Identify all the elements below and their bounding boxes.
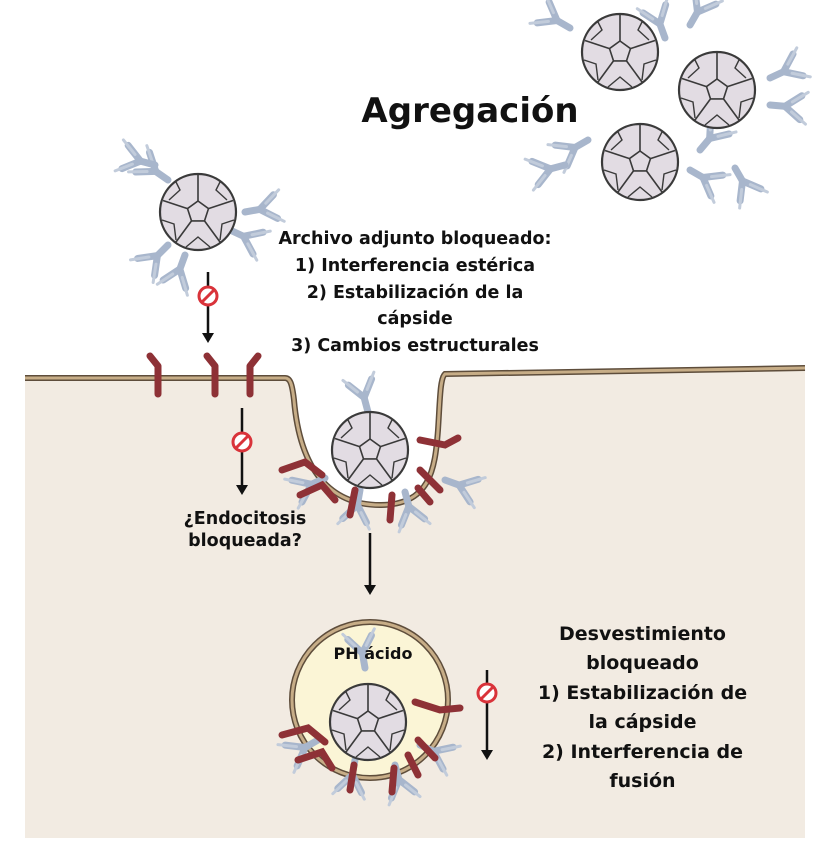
endosome xyxy=(278,619,460,805)
endocytosis-blocked-label: ¿Endocitosis bloqueada? xyxy=(183,509,307,552)
attachment-blocked-label: Archivo adjunto bloqueado: 1) Interferen… xyxy=(278,229,552,357)
blocked-icon xyxy=(197,285,219,307)
virion-in-pit xyxy=(278,372,485,532)
blocked-icon xyxy=(476,682,498,704)
cytoplasm xyxy=(25,368,805,838)
blocked-icon xyxy=(231,431,253,453)
acid-ph-label: PH ácido xyxy=(333,644,413,663)
aggregation-title: Agregación xyxy=(361,91,579,131)
uncoating-blocked-label: Desvestimiento bloqueado 1) Estabilizaci… xyxy=(537,623,748,793)
